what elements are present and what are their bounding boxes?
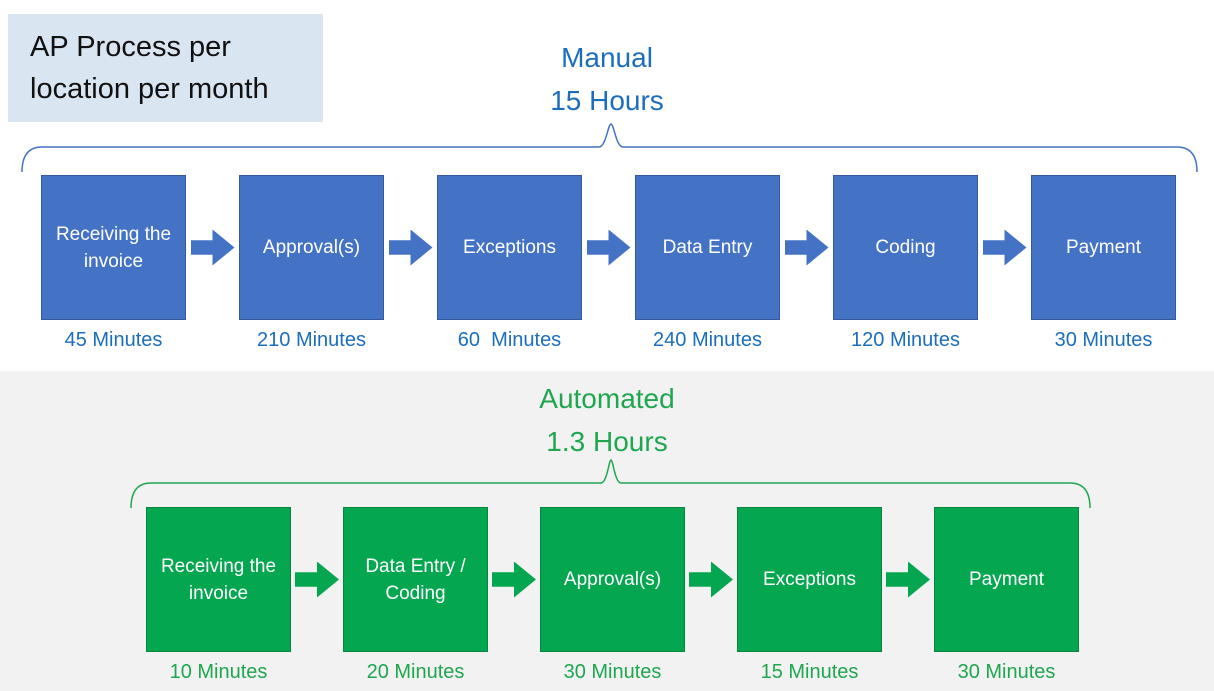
flow-arrow-icon <box>582 175 635 320</box>
automated-step: Payment 30 Minutes <box>934 507 1079 684</box>
manual-flow-title: Manual 15 Hours <box>0 36 1214 122</box>
process-step-box: Data Entry <box>635 175 780 320</box>
step-duration-label: 60 Minutes <box>457 329 562 351</box>
flow-arrow-icon <box>291 507 343 652</box>
step-duration-label: 30 Minutes <box>563 661 662 683</box>
manual-brace <box>21 123 1198 173</box>
step-duration-label: 30 Minutes <box>957 661 1056 683</box>
automated-step: Receiving the invoice 10 Minutes <box>146 507 291 684</box>
automated-step: Exceptions 15 Minutes <box>737 507 882 684</box>
process-step-label: Data Entry <box>662 237 753 258</box>
manual-step: Approval(s) 210 Minutes <box>239 175 384 352</box>
process-step-label: Payment <box>1066 237 1141 258</box>
process-step-box: Coding <box>833 175 978 320</box>
process-step-box: Receiving the invoice <box>41 175 186 320</box>
process-step-box: Approval(s) <box>239 175 384 320</box>
automated-step: Approval(s) 30 Minutes <box>540 507 685 684</box>
manual-step: Exceptions 60 Minutes <box>437 175 582 352</box>
diagram-title: AP Process per location per month <box>30 31 269 105</box>
manual-step: Payment 30 Minutes <box>1031 175 1176 352</box>
automated-step: Data Entry / Coding 20 Minutes <box>343 507 488 684</box>
process-step-label: Data Entry / Coding <box>365 555 466 604</box>
flow-arrow-icon <box>186 175 239 320</box>
step-duration-label: 210 Minutes <box>257 329 366 351</box>
process-step-box: Exceptions <box>437 175 582 320</box>
process-step-label: Exceptions <box>463 237 556 258</box>
process-step-label: Exceptions <box>763 569 856 590</box>
process-step-box: Exceptions <box>737 507 882 652</box>
manual-flow-row: Receiving the invoice 45 Minutes Approva… <box>41 175 1176 352</box>
manual-step: Receiving the invoice 45 Minutes <box>41 175 186 352</box>
automated-title: Automated <box>539 383 675 414</box>
diagram-title-box: AP Process per location per month <box>8 14 323 122</box>
step-duration-label: 15 Minutes <box>760 661 859 683</box>
process-step-label: Payment <box>969 569 1044 590</box>
step-duration-label: 120 Minutes <box>851 329 960 351</box>
flow-arrow-icon <box>685 507 737 652</box>
process-step-label: Receiving the invoice <box>55 223 172 272</box>
automated-flow-row: Receiving the invoice 10 Minutes Data En… <box>146 507 1079 684</box>
process-step-box: Approval(s) <box>540 507 685 652</box>
process-step-box: Data Entry / Coding <box>343 507 488 652</box>
step-duration-label: 240 Minutes <box>653 329 762 351</box>
process-step-label: Approval(s) <box>262 237 361 258</box>
flow-arrow-icon <box>780 175 833 320</box>
process-step-label: Receiving the invoice <box>160 555 277 604</box>
manual-title: Manual <box>561 42 653 73</box>
process-step-box: Receiving the invoice <box>146 507 291 652</box>
automated-total-hours: 1.3 Hours <box>546 426 668 457</box>
automated-flow-title: Automated 1.3 Hours <box>0 377 1214 463</box>
process-step-box: Payment <box>1031 175 1176 320</box>
process-step-box: Payment <box>934 507 1079 652</box>
step-duration-label: 10 Minutes <box>169 661 268 683</box>
process-step-label: Coding <box>875 237 936 258</box>
flow-arrow-icon <box>978 175 1031 320</box>
flow-arrow-icon <box>488 507 540 652</box>
manual-step: Coding 120 Minutes <box>833 175 978 352</box>
flow-arrow-icon <box>384 175 437 320</box>
manual-step: Data Entry 240 Minutes <box>635 175 780 352</box>
process-step-label: Approval(s) <box>563 569 662 590</box>
step-duration-label: 45 Minutes <box>64 329 163 351</box>
flow-arrow-icon <box>882 507 934 652</box>
step-duration-label: 30 Minutes <box>1054 329 1153 351</box>
manual-total-hours: 15 Hours <box>550 85 664 116</box>
step-duration-label: 20 Minutes <box>366 661 465 683</box>
automated-brace <box>130 459 1091 509</box>
